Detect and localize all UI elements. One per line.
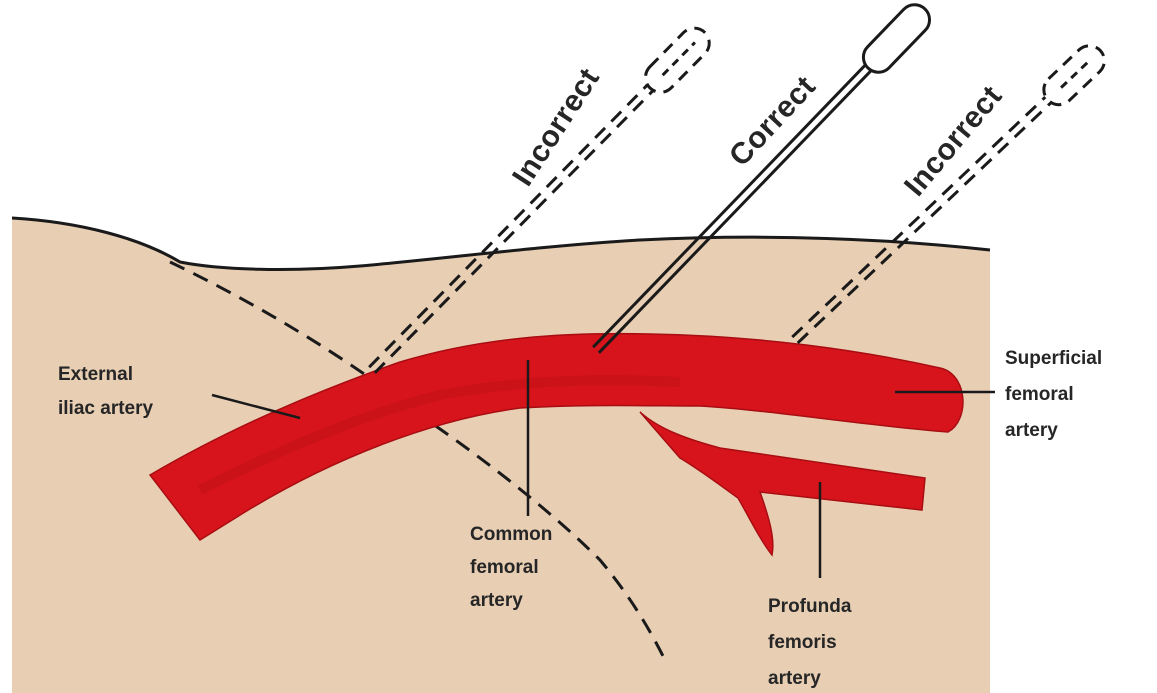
needle-right-label: Incorrect (898, 79, 1009, 202)
needle-center-label: Correct (723, 70, 822, 173)
superficial-femoral-label: Superficial femoral artery (1005, 348, 1107, 441)
needle-left-label: Incorrect (506, 62, 606, 191)
syringe-barrel (857, 0, 936, 78)
